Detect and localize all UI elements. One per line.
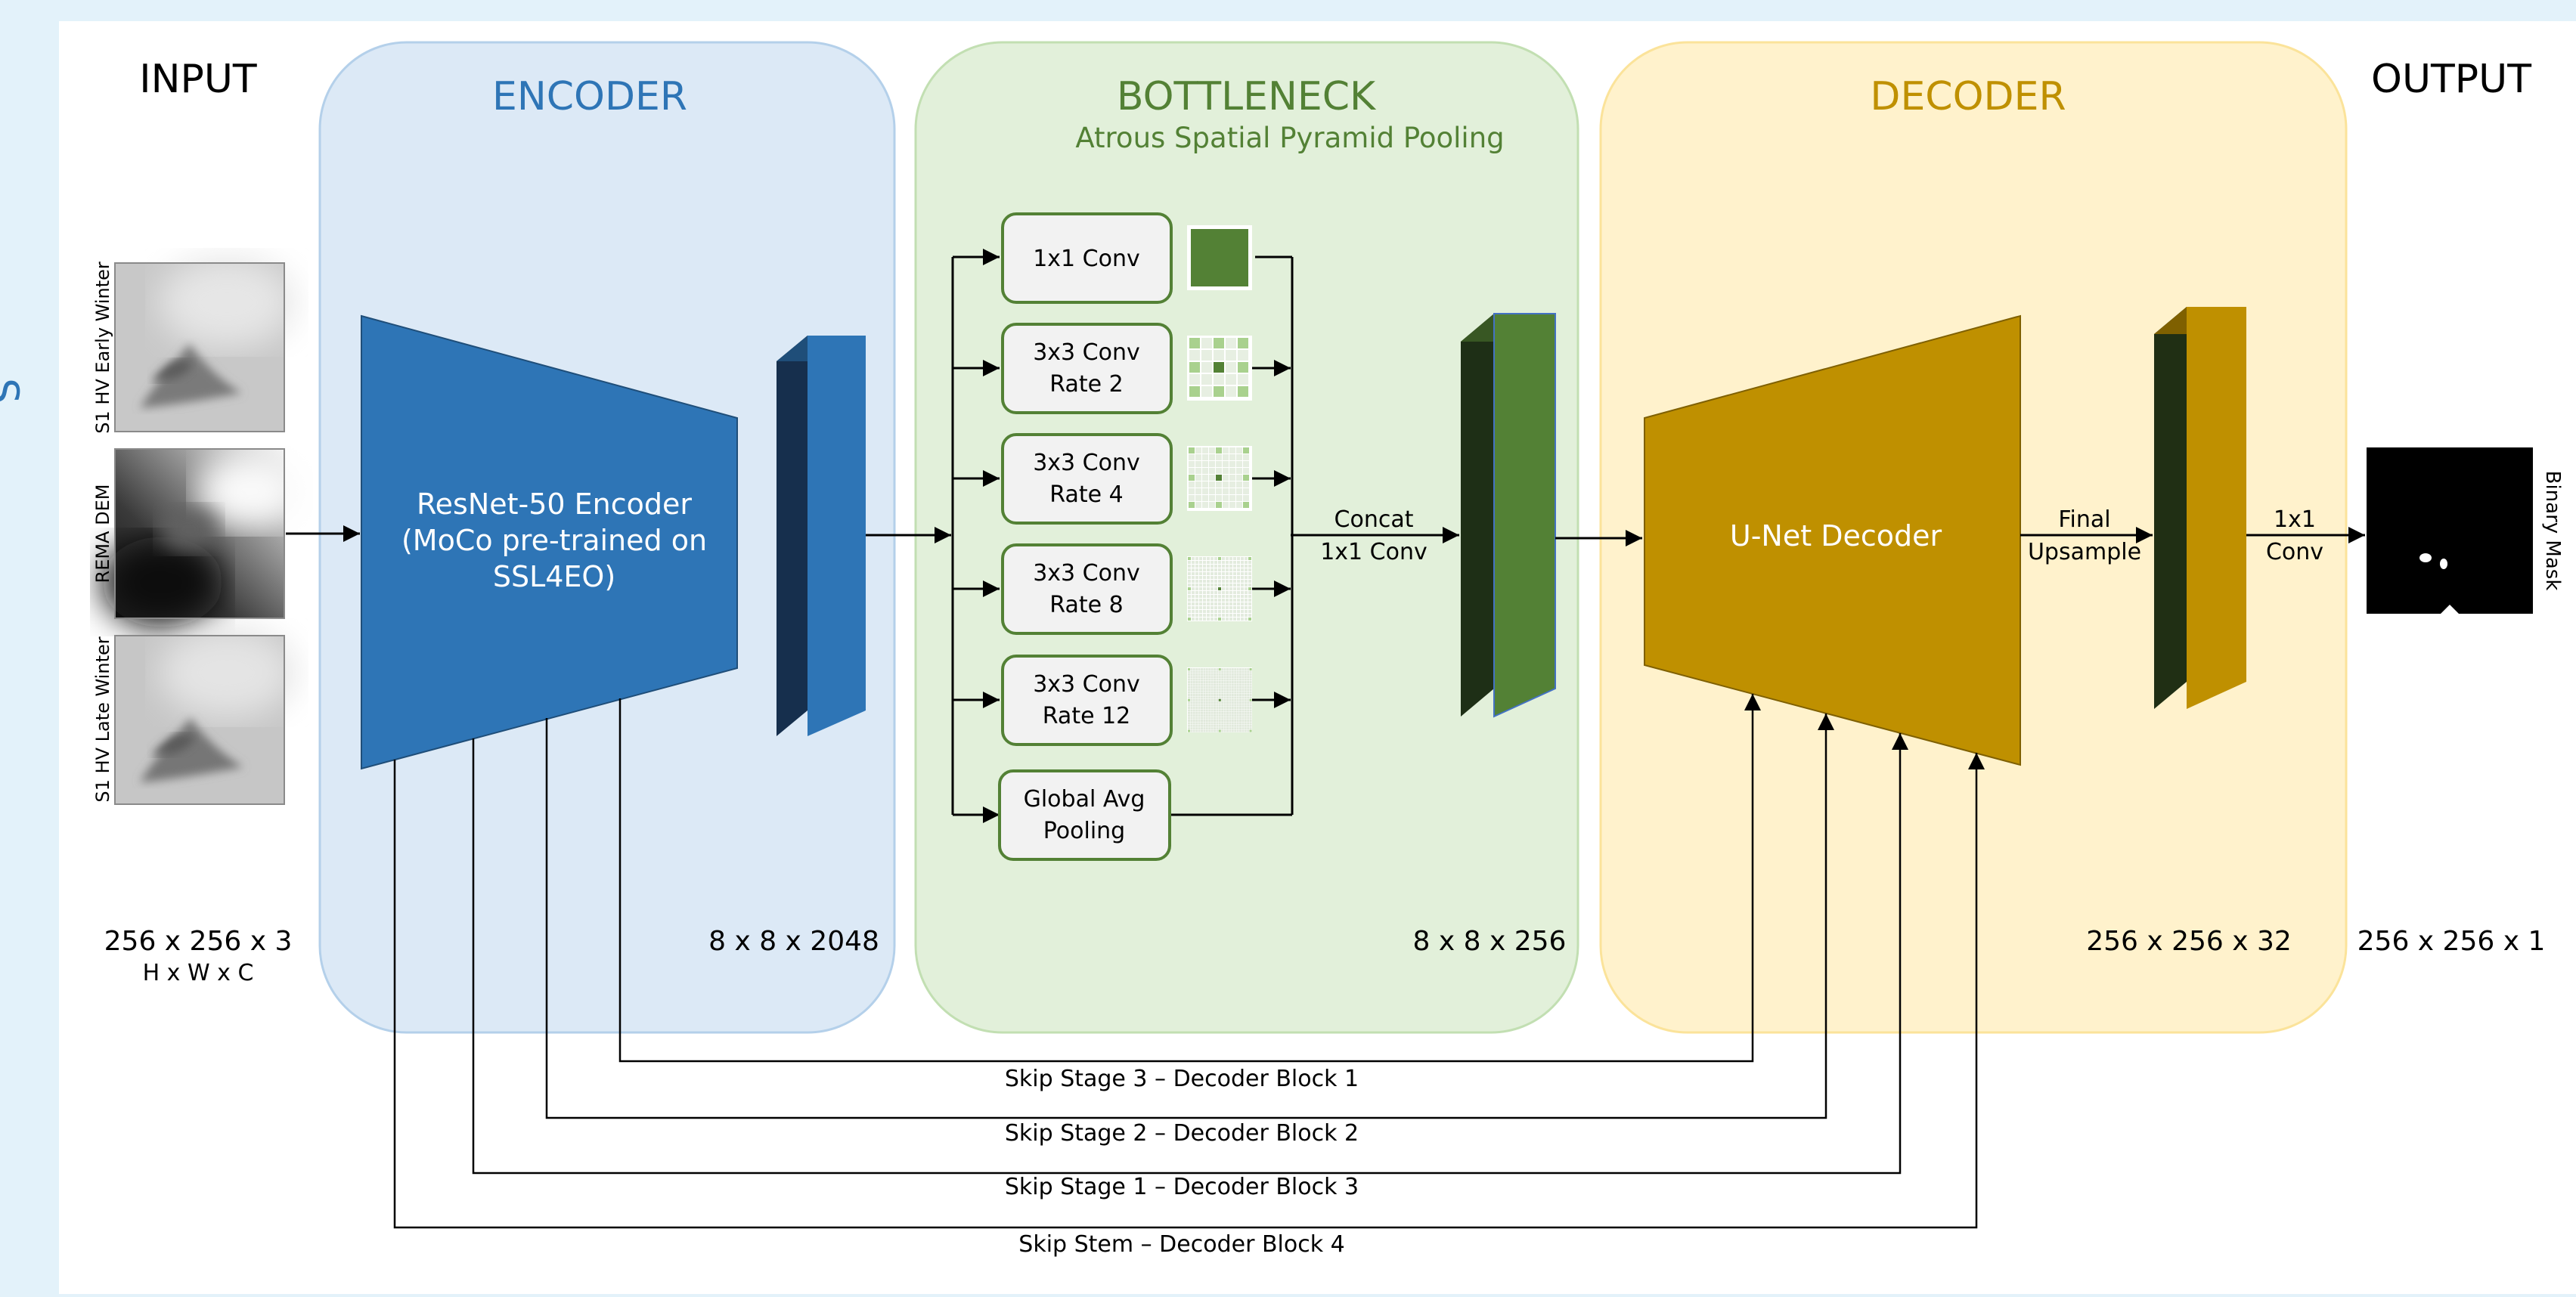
aspp-branch-rate8-line1: 3x3 Conv bbox=[1033, 560, 1140, 587]
encoder-label-line3: SSL4EO) bbox=[493, 560, 615, 593]
kernel-rate12-icon bbox=[1187, 667, 1252, 732]
bottleneck-title: BOTTLENECK bbox=[1117, 74, 1377, 119]
aspp-branch-rate4-line1: 3x3 Conv bbox=[1033, 450, 1140, 476]
decoder-feature-map bbox=[2154, 307, 2246, 709]
aspp-branch-rate8 bbox=[1001, 543, 1173, 635]
input-image-early-winter bbox=[114, 257, 295, 432]
output-title: OUTPUT bbox=[2371, 57, 2531, 102]
bottleneck-subtitle: Atrous Spatial Pyramid Pooling bbox=[1075, 122, 1504, 154]
encoder-feature-map bbox=[777, 336, 866, 736]
final-conv-line1: 1x1 bbox=[2274, 506, 2316, 533]
skip-connection-stage2 bbox=[545, 714, 1834, 1119]
decoder-title: DECODER bbox=[1870, 74, 2066, 119]
output-mask-label: Binary Mask bbox=[2541, 471, 2564, 591]
skip-stem-label: Skip Stem – Decoder Block 4 bbox=[1018, 1231, 1344, 1258]
aspp-branch-rate12 bbox=[1001, 655, 1173, 746]
kernel-rate4-icon bbox=[1187, 446, 1252, 511]
kernel-rate8-icon bbox=[1187, 556, 1252, 621]
kernel-1x1-icon bbox=[1187, 225, 1252, 290]
skip-stage1-label: Skip Stage 1 – Decoder Block 3 bbox=[1005, 1174, 1359, 1200]
input-label-early-winter: S1 HV Early Winter bbox=[92, 262, 113, 434]
concat-label-line2: 1x1 Conv bbox=[1320, 539, 1427, 565]
input-image-rema-dem bbox=[102, 448, 302, 627]
final-upsample-line1: Final bbox=[2058, 506, 2110, 533]
input-dims: 256 x 256 x 3 bbox=[104, 926, 293, 957]
kernel-rate2-icon bbox=[1187, 336, 1252, 401]
aspp-global-pool-line1: Global Avg bbox=[1024, 786, 1145, 813]
skip-connection-stage1 bbox=[472, 733, 1908, 1175]
aspp-branch-rate2-line1: 3x3 Conv bbox=[1033, 339, 1140, 366]
input-label-late-winter: S1 HV Late Winter bbox=[92, 636, 113, 802]
encoder-block bbox=[361, 314, 738, 770]
skip-stage3-label: Skip Stage 3 – Decoder Block 1 bbox=[1005, 1066, 1359, 1092]
aspp-branch-rate4 bbox=[1001, 433, 1173, 525]
input-image-late-winter bbox=[114, 627, 295, 805]
aspp-branch-rate8-line2: Rate 8 bbox=[1049, 592, 1123, 618]
skip-stage2-label: Skip Stage 2 – Decoder Block 2 bbox=[1005, 1120, 1359, 1147]
aspp-branch-rate4-line2: Rate 4 bbox=[1049, 481, 1123, 508]
aspp-global-pool-line2: Pooling bbox=[1043, 818, 1125, 844]
aspp-branch-1x1-label: 1x1 Conv bbox=[1033, 246, 1140, 272]
decoder-label: U-Net Decoder bbox=[1730, 519, 1942, 553]
input-dims-axes: H x W x C bbox=[143, 960, 254, 986]
aspp-branch-global-pool bbox=[998, 769, 1171, 861]
encoder-label-line1: ResNet-50 Encoder bbox=[417, 488, 692, 521]
encoder-dims: 8 x 8 x 2048 bbox=[708, 926, 879, 957]
output-dims: 256 x 256 x 1 bbox=[2357, 926, 2546, 957]
aspp-branch-1x1 bbox=[1001, 212, 1173, 304]
aspp-branch-rate12-line2: Rate 12 bbox=[1043, 703, 1131, 729]
concat-label-line1: Concat bbox=[1334, 506, 1414, 533]
output-binary-mask bbox=[2367, 447, 2533, 614]
encoder-title: ENCODER bbox=[492, 74, 687, 119]
bottleneck-feature-map bbox=[1461, 313, 1556, 718]
aspp-branch-rate2 bbox=[1001, 323, 1173, 414]
decoder-dims: 256 x 256 x 32 bbox=[2086, 926, 2292, 957]
skip-connection-stem bbox=[393, 753, 1985, 1229]
input-label-rema-dem: REMA DEM bbox=[92, 484, 113, 583]
bottleneck-dims: 8 x 8 x 256 bbox=[1413, 926, 1567, 957]
decoder-block bbox=[1644, 314, 2021, 766]
skip-connection-stage3 bbox=[618, 694, 1761, 1063]
final-conv-line2: Conv bbox=[2266, 539, 2323, 565]
encoder-label-line2: (MoCo pre-trained on bbox=[401, 524, 707, 557]
aspp-module: 1x1 Conv 3x3 Conv Rate 2 3x3 Conv Rate 4… bbox=[951, 212, 1294, 861]
left-edge-glyph: S bbox=[0, 378, 27, 404]
aspp-branch-rate2-line2: Rate 2 bbox=[1049, 371, 1123, 398]
aspp-branch-rate12-line1: 3x3 Conv bbox=[1033, 671, 1140, 698]
input-title: INPUT bbox=[139, 57, 257, 102]
final-upsample-line2: Upsample bbox=[2028, 539, 2141, 565]
